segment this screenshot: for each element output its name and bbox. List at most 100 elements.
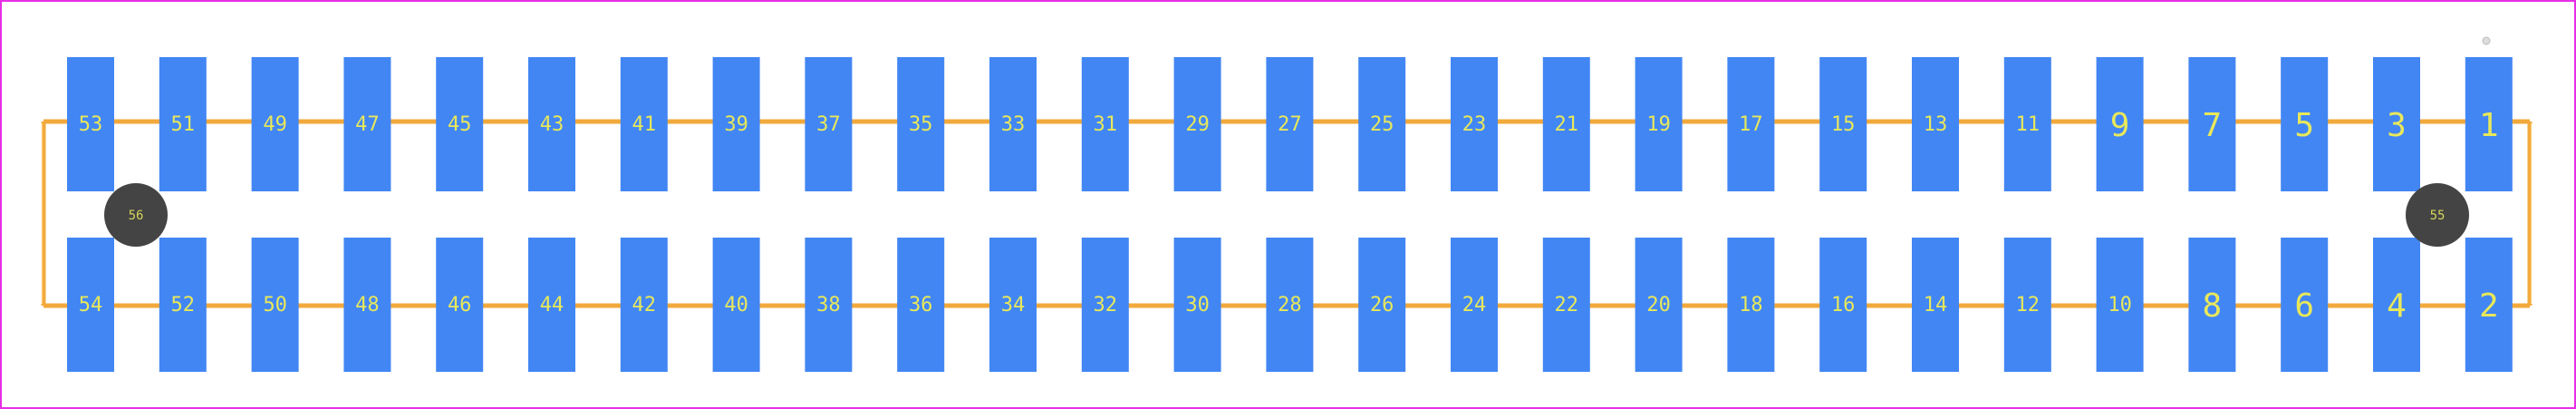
pad-25: [1358, 57, 1406, 191]
pad-46: [436, 238, 484, 372]
pad-label-50: 50: [263, 294, 287, 316]
mounting-hole-left: 56: [104, 183, 168, 247]
pad-label-25: 25: [1370, 113, 1394, 136]
pad-label-27: 27: [1278, 113, 1302, 136]
pad-label-54: 54: [79, 294, 103, 316]
pad-label-30: 30: [1185, 294, 1210, 316]
pad-5: [2281, 57, 2329, 191]
mounting-hole-right: 55: [2406, 183, 2469, 247]
pad-label-41: 41: [632, 113, 657, 136]
pad-54: [67, 238, 114, 372]
pad-label-33: 33: [1001, 113, 1026, 136]
pad-label-29: 29: [1185, 113, 1210, 136]
pad-18: [1727, 238, 1775, 372]
pad-label-43: 43: [540, 113, 564, 136]
pad-23: [1451, 57, 1498, 191]
pad-14: [1912, 238, 1959, 372]
pad-label-1: 1: [2479, 107, 2499, 144]
pad-label-39: 39: [724, 113, 748, 136]
pad-31: [1081, 57, 1129, 191]
pad-label-13: 13: [1924, 113, 1948, 136]
pad-label-2: 2: [2479, 287, 2499, 325]
pad-label-11: 11: [2016, 113, 2041, 136]
pad-52: [159, 238, 207, 372]
pad-6: [2281, 238, 2329, 372]
pad-label-8: 8: [2203, 287, 2223, 325]
pad-22: [1542, 238, 1590, 372]
pad-21: [1542, 57, 1590, 191]
pad-label-18: 18: [1739, 294, 1763, 316]
pad-44: [528, 238, 575, 372]
pad-label-44: 44: [540, 294, 564, 316]
pad-20: [1635, 238, 1683, 372]
pad-label-37: 37: [816, 113, 841, 136]
pad-1: [2465, 57, 2513, 191]
mounting-hole-right-circle: [2406, 183, 2469, 247]
pad-24: [1451, 238, 1498, 372]
pad-49: [251, 57, 299, 191]
pad-label-7: 7: [2203, 107, 2223, 144]
pad-8: [2188, 238, 2236, 372]
pad-label-10: 10: [2108, 294, 2132, 316]
pad-label-40: 40: [724, 294, 748, 316]
pad-15: [1819, 57, 1867, 191]
pin-1-marker-dot: [2482, 36, 2491, 45]
silkscreen-inner: [41, 123, 2533, 304]
pad-9: [2096, 57, 2144, 191]
pad-label-3: 3: [2387, 107, 2407, 144]
pad-label-9: 9: [2110, 107, 2130, 144]
pad-label-4: 4: [2387, 287, 2407, 325]
pad-41: [620, 57, 668, 191]
pad-35: [897, 57, 945, 191]
pad-label-36: 36: [909, 294, 933, 316]
pad-36: [897, 238, 945, 372]
pad-label-14: 14: [1924, 294, 1948, 316]
pad-16: [1819, 238, 1867, 372]
pad-3: [2373, 57, 2420, 191]
pad-label-51: 51: [171, 113, 196, 136]
pad-40: [712, 238, 760, 372]
pad-29: [1173, 57, 1221, 191]
pad-label-31: 31: [1094, 113, 1118, 136]
pad-label-23: 23: [1462, 113, 1487, 136]
pad-12: [2003, 238, 2051, 372]
pad-label-24: 24: [1462, 294, 1487, 316]
pad-label-17: 17: [1739, 113, 1763, 136]
pad-label-47: 47: [355, 113, 380, 136]
pad-48: [343, 238, 391, 372]
pad-label-48: 48: [355, 294, 380, 316]
pad-50: [251, 238, 299, 372]
pad-label-20: 20: [1646, 294, 1671, 316]
pad-37: [805, 57, 853, 191]
pad-34: [989, 238, 1037, 372]
pad-4: [2373, 238, 2420, 372]
pad-label-46: 46: [448, 294, 472, 316]
pad-26: [1358, 238, 1406, 372]
pad-label-35: 35: [909, 113, 933, 136]
pad-47: [343, 57, 391, 191]
pad-label-16: 16: [1831, 294, 1856, 316]
pad-7: [2188, 57, 2236, 191]
pad-label-6: 6: [2294, 287, 2314, 325]
mounting-hole-left-label: 56: [129, 209, 144, 223]
pad-27: [1266, 57, 1314, 191]
pad-39: [712, 57, 760, 191]
pad-label-49: 49: [263, 113, 287, 136]
pad-32: [1081, 238, 1129, 372]
pad-label-12: 12: [2016, 294, 2041, 316]
pad-33: [989, 57, 1037, 191]
pad-11: [2003, 57, 2051, 191]
pad-label-5: 5: [2294, 107, 2314, 144]
pad-28: [1266, 238, 1314, 372]
pad-53: [67, 57, 114, 191]
pad-38: [805, 238, 853, 372]
pad-19: [1635, 57, 1683, 191]
pad-label-45: 45: [448, 113, 472, 136]
pad-2: [2465, 238, 2513, 372]
pad-label-32: 32: [1094, 294, 1118, 316]
pad-45: [436, 57, 484, 191]
